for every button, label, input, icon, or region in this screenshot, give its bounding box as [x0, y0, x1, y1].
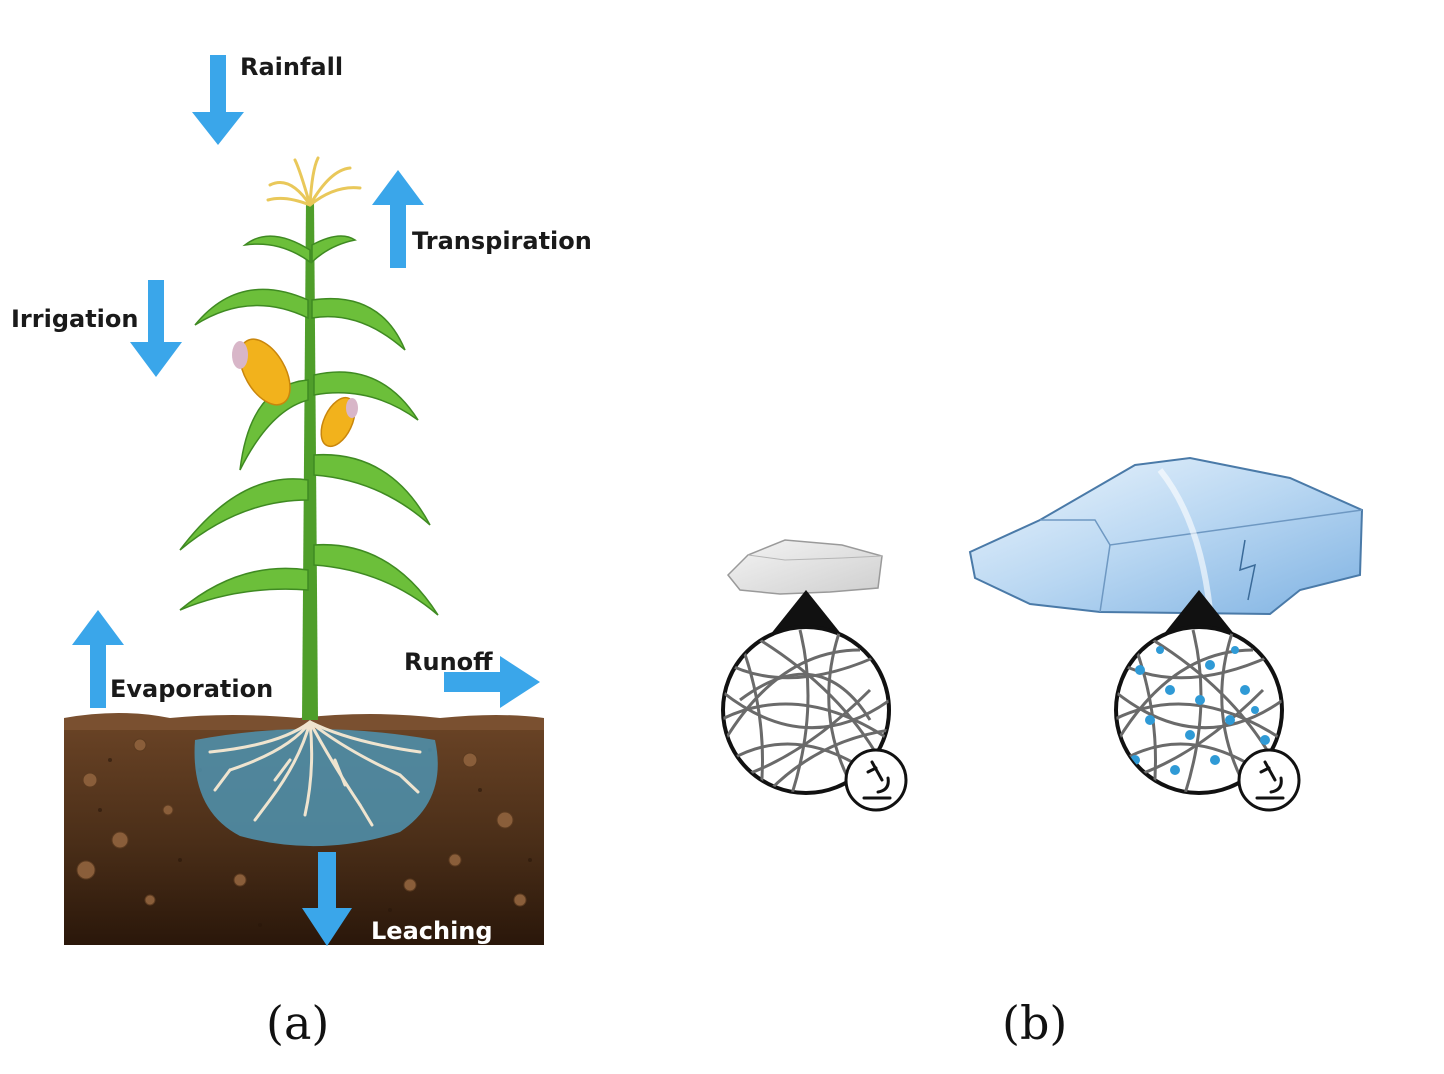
runoff-label: Runoff [404, 648, 493, 676]
leaching-label: Leaching [371, 917, 493, 945]
transpiration-arrow-icon [372, 170, 424, 268]
zoom-circle-dry [721, 625, 908, 812]
runoff-arrow-icon [444, 656, 540, 708]
zoom-circle-swollen [1114, 625, 1301, 812]
irrigation-label: Irrigation [11, 305, 139, 333]
panel-a [64, 55, 544, 946]
corn-cob-upper [232, 338, 291, 406]
swollen-hydrogel-chunk [968, 456, 1364, 616]
irrigation-arrow-icon [130, 280, 182, 377]
caption-a: (a) [266, 996, 330, 1050]
root-water-zone [194, 729, 438, 847]
rainfall-arrow-icon [192, 55, 244, 145]
microscope-icon [862, 760, 892, 800]
corn-leaves [179, 235, 439, 616]
plant-roots [208, 720, 422, 827]
dry-hydrogel-chunk [726, 539, 883, 595]
evaporation-arrow-icon [72, 610, 124, 708]
caption-b: (b) [1002, 996, 1068, 1050]
rainfall-label: Rainfall [240, 53, 344, 81]
leaching-arrow-icon [302, 852, 352, 946]
microscope-icon [1255, 760, 1285, 800]
corn-cob-lower [320, 396, 358, 448]
evaporation-label: Evaporation [110, 675, 274, 703]
corn-tassel [266, 156, 362, 207]
panel-b [721, 456, 1364, 812]
transpiration-label: Transpiration [412, 227, 592, 255]
